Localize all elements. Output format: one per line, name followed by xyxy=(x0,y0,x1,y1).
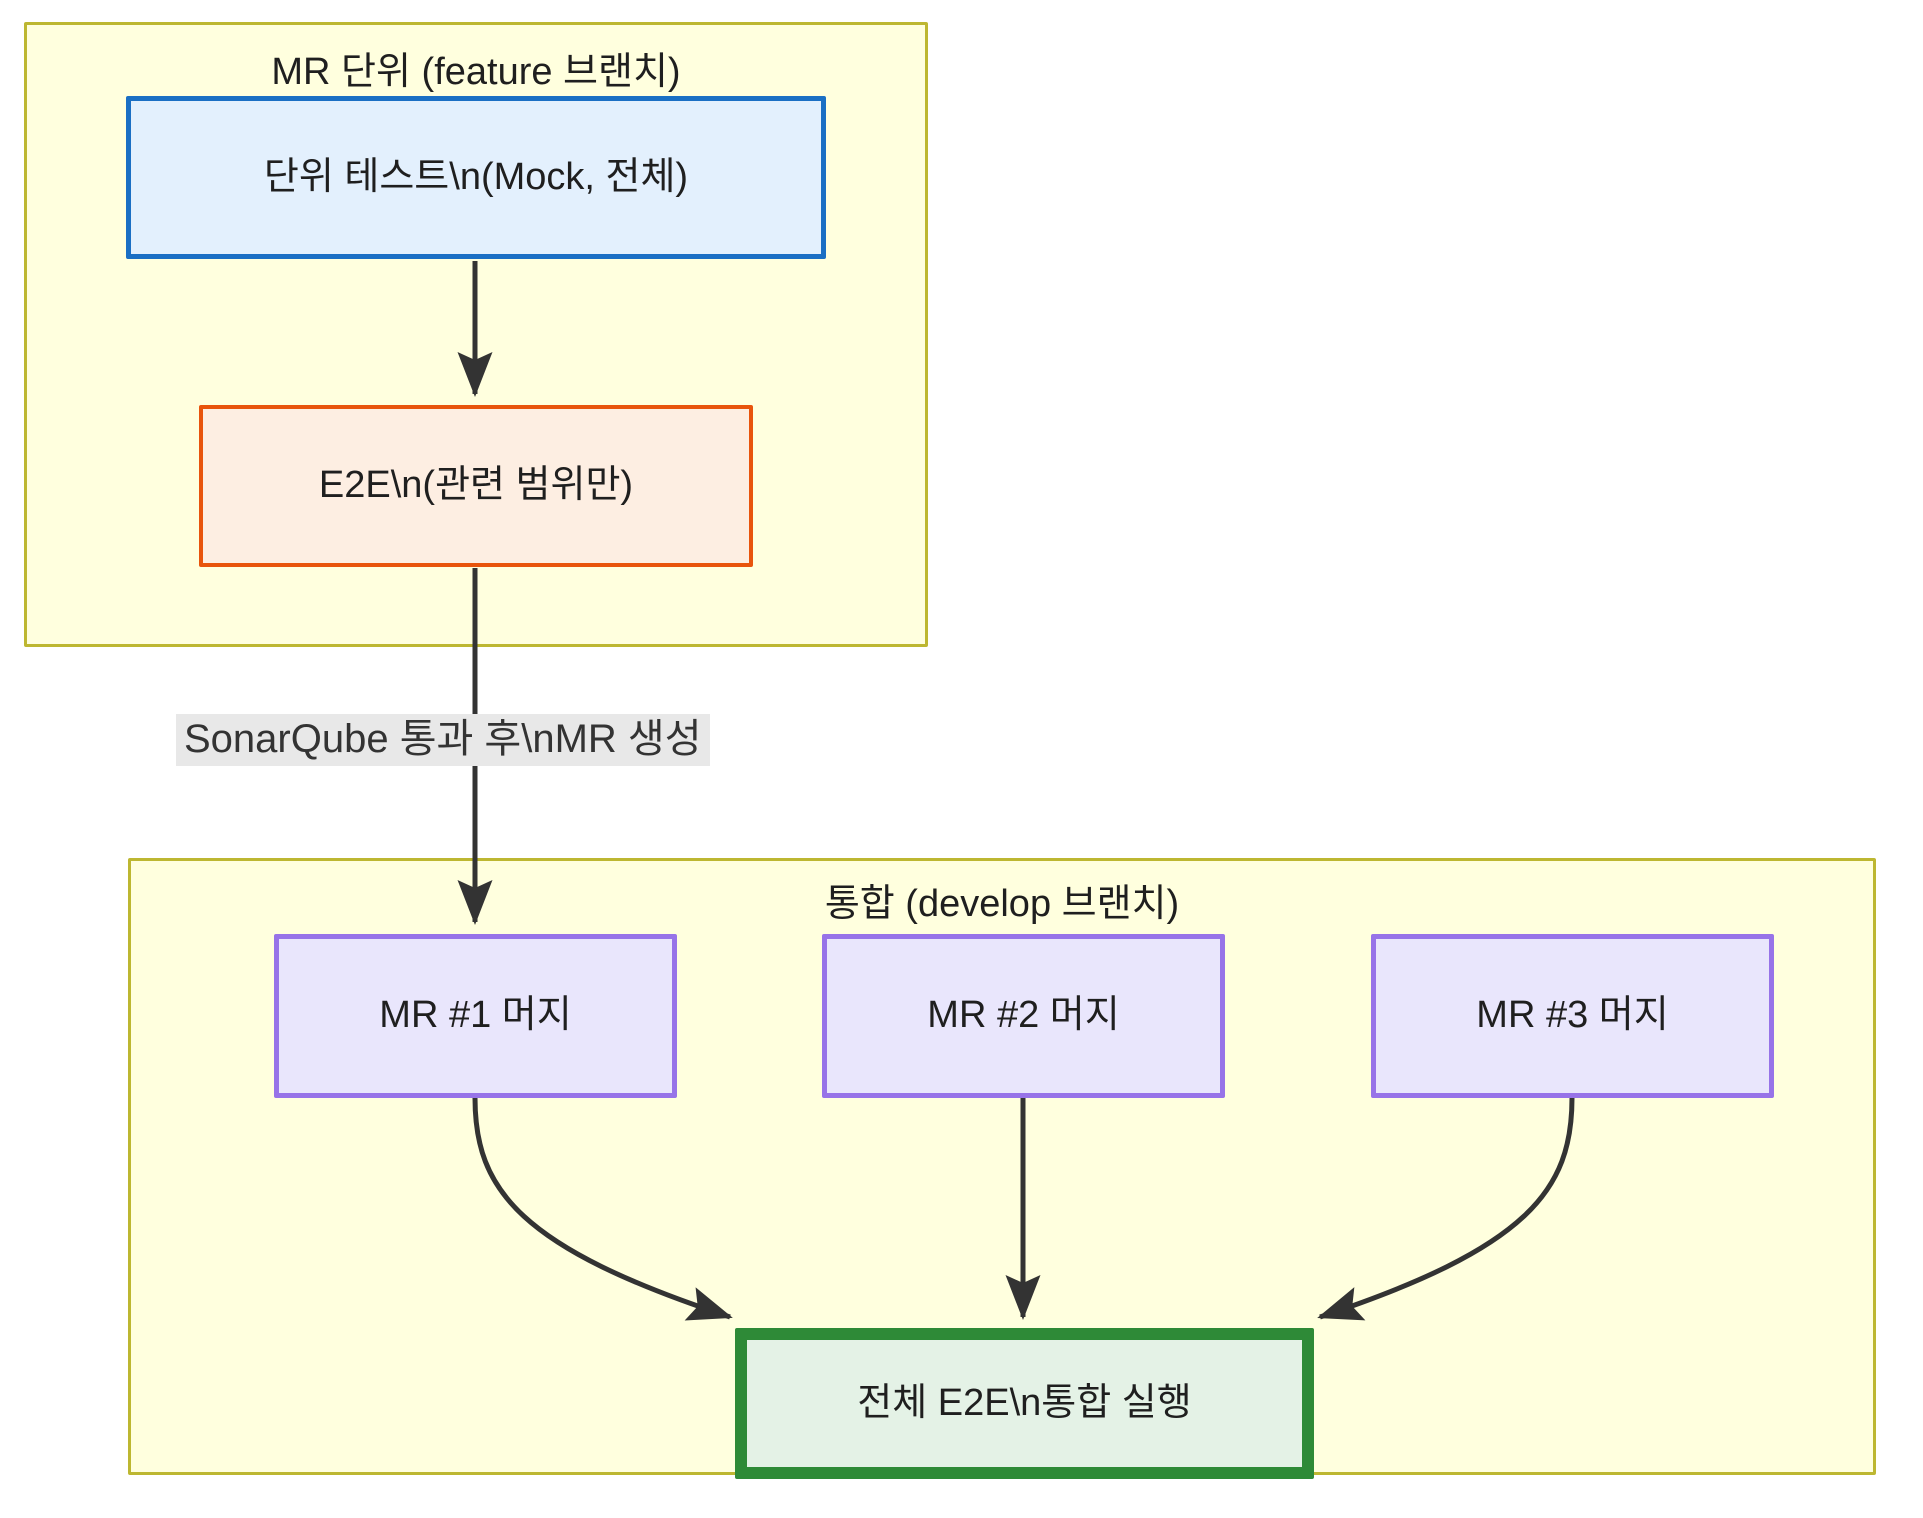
cluster-mr-unit-title: MR 단위 (feature 브랜치) xyxy=(271,51,681,93)
node-mr3-merge[interactable]: MR #3 머지 xyxy=(1371,934,1774,1098)
node-full-e2e[interactable]: 전체 E2E\n통합 실행 xyxy=(735,1328,1314,1479)
node-mr2-merge[interactable]: MR #2 머지 xyxy=(822,934,1225,1098)
node-unit-test[interactable]: 단위 테스트\n(Mock, 전체) xyxy=(126,96,826,259)
edge-label-sonarqube: SonarQube 통과 후\nMR 생성 xyxy=(176,714,710,766)
node-e2e-scoped[interactable]: E2E\n(관련 범위만) xyxy=(199,405,753,567)
cluster-integration-title: 통합 (develop 브랜치) xyxy=(824,883,1180,925)
node-mr1-merge[interactable]: MR #1 머지 xyxy=(274,934,677,1098)
